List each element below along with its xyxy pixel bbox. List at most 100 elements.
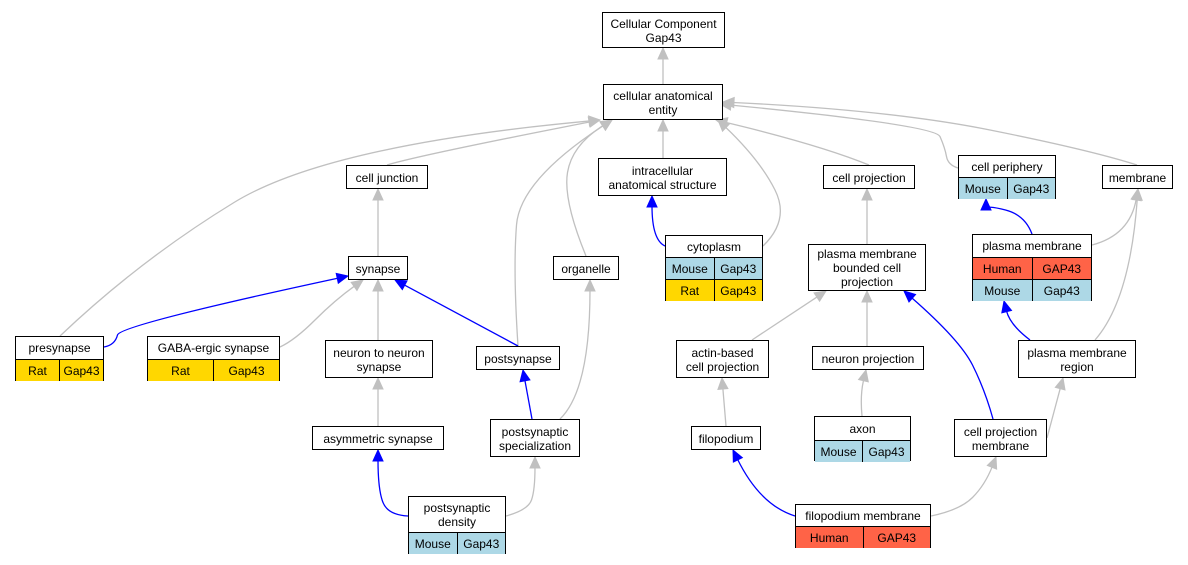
edge-line: [724, 126, 781, 247]
species-cell: Rat: [171, 363, 190, 378]
node-label: plasma membrane bounded cell projection: [817, 247, 917, 289]
edge-arrowhead: [1001, 299, 1013, 314]
gene-cell: Gap43: [862, 441, 910, 462]
edge-arrowhead: [861, 187, 873, 201]
edge-line: [386, 121, 591, 166]
gene-cell: Gap43: [713, 280, 763, 301]
annotation-row: Mouse Gap43: [815, 440, 910, 462]
edge-gaba-to-synapse: [279, 279, 364, 348]
edge-line: [279, 285, 356, 348]
node-label: cell periphery: [971, 159, 1043, 174]
node-label: postsynapse: [484, 351, 552, 366]
edge-psd-to-asym: [372, 448, 409, 517]
node-membrane[interactable]: membrane: [1102, 165, 1173, 189]
species-cell: Mouse: [820, 444, 857, 459]
edge-arrowhead: [372, 376, 384, 390]
node-cae[interactable]: cellular anatomical entity: [603, 84, 723, 120]
edge-arrowhead: [861, 289, 873, 303]
edge-plasma_membrane-to-cell_periphery: [980, 197, 1033, 235]
node-root[interactable]: Cellular Component Gap43: [602, 12, 725, 48]
gene-cell: Gap43: [1031, 280, 1092, 301]
edge-arrowhead: [717, 119, 731, 133]
node-postsynapse[interactable]: postsynapse: [476, 346, 560, 370]
edge-arrowhead: [372, 278, 384, 292]
node-filopodium[interactable]: filopodium: [691, 426, 761, 450]
edge-line: [930, 466, 993, 517]
node-post-spec[interactable]: postsynaptic specialization: [490, 419, 580, 457]
node-intracellular[interactable]: intracellular anatomical structure: [598, 158, 727, 196]
species-cell: Human: [982, 261, 1022, 276]
edge-postsynapse-to-cae: [514, 119, 614, 347]
edge-arrowhead: [529, 455, 541, 469]
edge-actin-to-pmbcp: [751, 290, 828, 341]
edge-line: [505, 466, 536, 517]
node-label: cell junction: [355, 170, 419, 185]
edge-arrowhead: [350, 279, 364, 292]
gene-cell: Gap43: [213, 360, 279, 381]
edge-presynapse-to-cae: [59, 115, 602, 337]
edge-arrowhead: [588, 115, 602, 127]
edge-line: [736, 458, 796, 517]
edge-arrowhead: [519, 368, 531, 383]
node-neuron-projection[interactable]: neuron projection: [812, 346, 924, 370]
edge-cae-to-root: [657, 46, 669, 84]
node-n2n[interactable]: neuron to neuron synapse: [325, 340, 433, 378]
species-cell: Mouse: [671, 261, 708, 276]
node-cell-projection[interactable]: cell projection: [823, 165, 915, 189]
edge-arrowhead: [372, 448, 384, 462]
edge-line: [985, 206, 1033, 235]
edge-line: [1094, 198, 1138, 341]
node-cp-membrane[interactable]: cell projection membrane: [954, 419, 1047, 457]
node-label: presynapse: [28, 341, 91, 355]
edge-n2n-to-synapse: [372, 278, 384, 340]
edge-line: [651, 205, 666, 247]
edge-line: [722, 387, 727, 427]
edge-line: [725, 121, 870, 166]
gene-cell: Gap43: [1006, 178, 1056, 199]
edge-asym-to-n2n: [372, 376, 384, 426]
node-label: filopodium: [698, 431, 754, 446]
edge-arrowhead: [599, 119, 614, 131]
node-synapse[interactable]: synapse: [348, 256, 408, 280]
edge-neuron_projection-to-pmbcp: [861, 289, 873, 346]
gene-cell: Gap43: [59, 360, 103, 381]
edge-axon-to-neuron_projection: [857, 368, 869, 417]
gene-cell: Gap43: [456, 533, 506, 554]
edge-filo_membrane-to-filopodium: [732, 448, 796, 517]
edge-line: [59, 120, 591, 337]
node-pmbcp[interactable]: plasma membrane bounded cell projection: [808, 244, 926, 291]
species-cell: Rat: [680, 283, 700, 298]
edge-arrowhead: [721, 96, 735, 109]
edge-line: [732, 101, 1138, 166]
edge-pm_region-to-plasma_membrane: [1001, 299, 1031, 341]
node-organelle[interactable]: organelle: [553, 256, 619, 280]
node-cell-junction[interactable]: cell junction: [346, 165, 428, 189]
edge-presynapse-to-synapse: [103, 272, 350, 348]
edge-filopodium-to-actin: [717, 376, 729, 427]
node-label: organelle: [561, 261, 611, 276]
edge-pmbcp-to-cell_projection: [861, 187, 873, 244]
node-asym[interactable]: asymmetric synapse: [312, 426, 444, 450]
edge-post_spec-to-organelle: [559, 278, 596, 420]
edge-post_spec-to-postsynapse: [519, 368, 533, 420]
edge-intracellular-to-cae: [657, 118, 669, 158]
edge-psd-to-post_spec: [505, 455, 541, 517]
node-pm-region[interactable]: plasma membrane region: [1018, 340, 1136, 378]
edge-line: [911, 297, 994, 420]
node-actin[interactable]: actin-based cell projection: [676, 340, 769, 378]
node-label: postsynaptic density: [423, 500, 491, 529]
edge-arrowhead: [1054, 376, 1066, 391]
node-label: cytoplasm: [686, 239, 742, 254]
